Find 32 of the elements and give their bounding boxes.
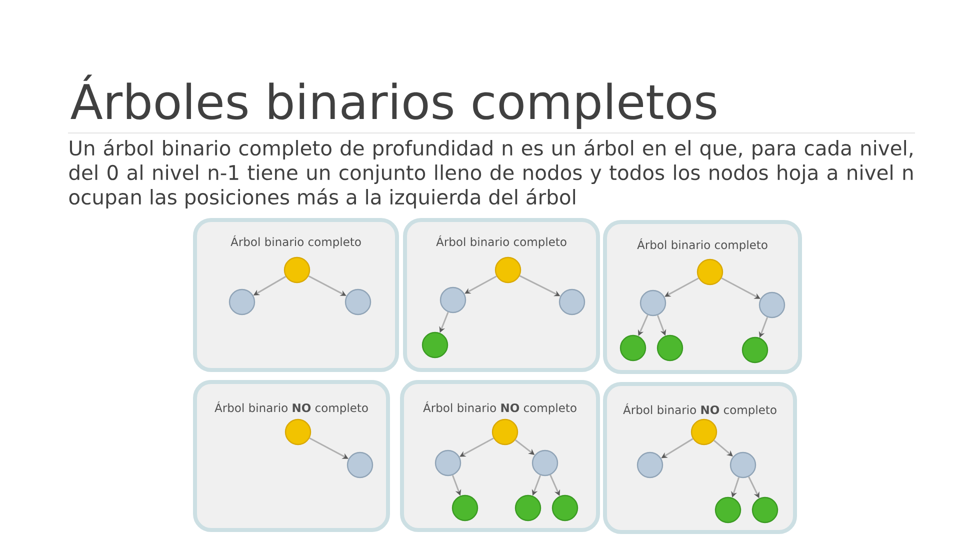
tree-node — [730, 452, 756, 478]
tree-node — [434, 450, 462, 476]
tree-node — [532, 450, 558, 476]
tree-node — [690, 418, 718, 446]
tree-node — [344, 288, 372, 316]
tree-node — [422, 332, 448, 358]
tree-node — [758, 292, 786, 318]
tree-node — [636, 452, 664, 478]
tree-node — [656, 334, 684, 362]
tree-node — [742, 336, 768, 364]
tree-node — [440, 286, 466, 314]
tree-node — [714, 496, 742, 524]
tree-node — [492, 418, 518, 446]
tree-node — [552, 494, 578, 522]
tree-panel: Árbol binario NO completo — [193, 380, 390, 532]
tree-node — [752, 496, 778, 524]
tree-panel: Árbol binario NO completo — [603, 382, 797, 534]
tree-panel: Árbol binario completo — [193, 218, 399, 372]
tree-node — [514, 494, 542, 522]
slide-title: Árboles binarios completos — [70, 74, 716, 129]
tree-node — [284, 256, 310, 284]
tree-node — [284, 418, 312, 446]
intro-paragraph: Un árbol binario completo de profundidad n es un árbol en el que, para cada nivel, del 0 al nivel n-1 tiene un conjunto lleno de nodos y todos los nodos hoja a nivel n ocupan las posiciones más a la izquierda del árbol — [69, 139, 913, 209]
tree-node — [620, 334, 646, 362]
tree-node — [452, 494, 478, 522]
tree-node — [494, 256, 522, 284]
tree-node — [696, 258, 724, 286]
tree-panel: Árbol binario completo — [403, 218, 600, 372]
tree-node — [558, 288, 586, 316]
tree-node — [228, 288, 256, 316]
tree-node — [346, 452, 374, 478]
tree-node — [640, 290, 666, 316]
